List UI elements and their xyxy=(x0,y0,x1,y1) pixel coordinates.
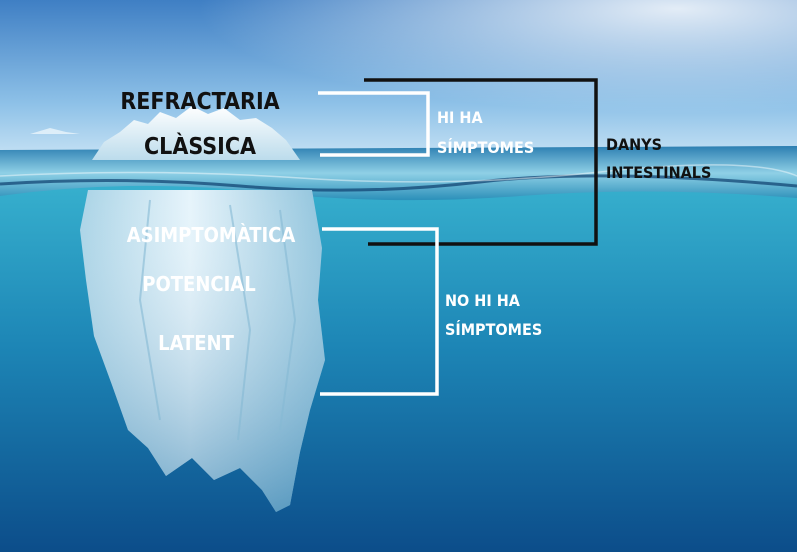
label-asimptomatica: ASIMPTOMÀTICA xyxy=(127,223,296,247)
label-potencial: POTENCIAL xyxy=(142,272,255,296)
label-danys-line2: INTESTINALS xyxy=(606,163,711,182)
label-danys-line1: DANYS xyxy=(606,135,662,154)
label-hi-ha-line1: HI HA xyxy=(437,108,483,127)
label-hi-ha-line2: SÍMPTOMES xyxy=(437,138,534,157)
label-latent: LATENT xyxy=(158,331,234,355)
label-refractaria: REFRACTARIA xyxy=(120,89,279,115)
label-classica: CLÀSSICA xyxy=(144,132,256,160)
label-no-hi-ha-line1: NO HI HA xyxy=(445,291,521,310)
label-no-hi-ha-line2: SÍMPTOMES xyxy=(445,320,542,339)
